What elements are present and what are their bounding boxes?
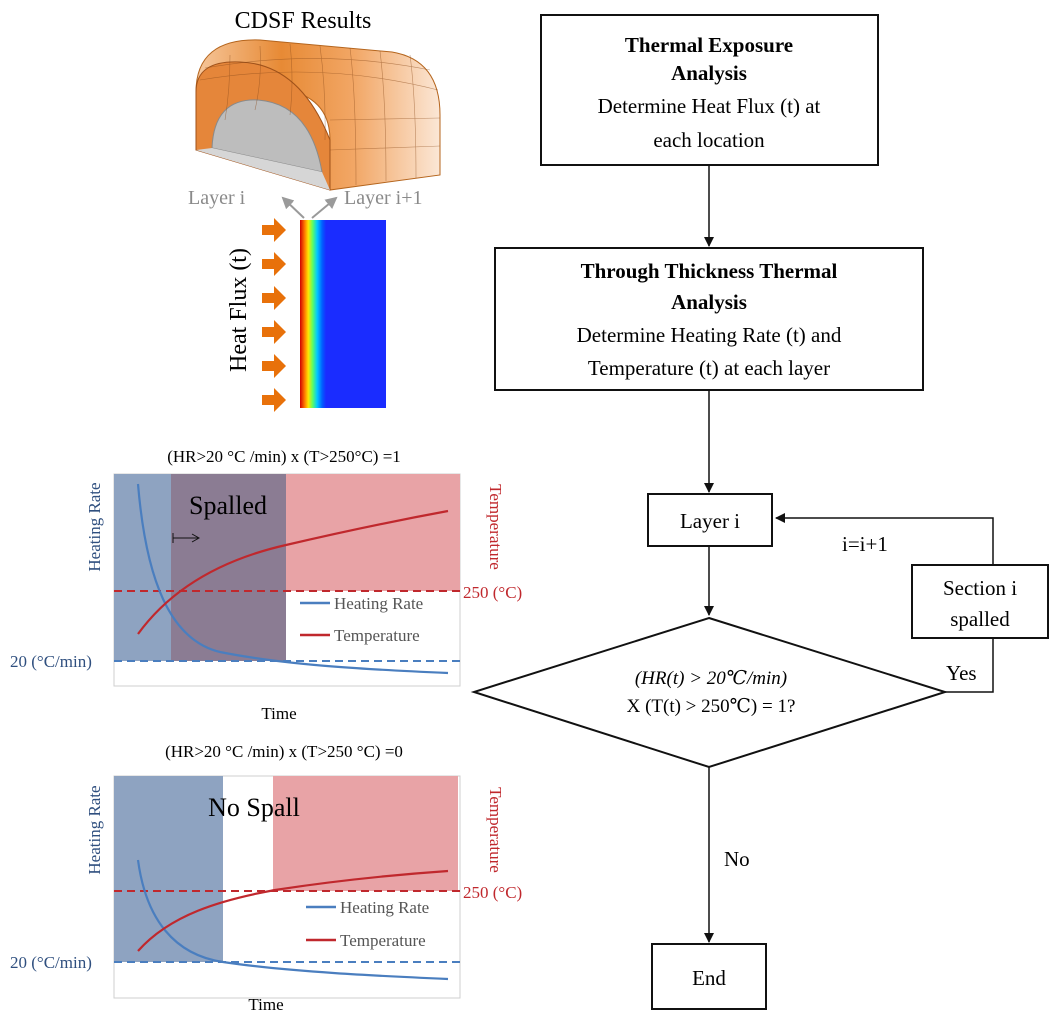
box1-desc-line1: Determine Heat Flux (t) at xyxy=(598,94,821,118)
chart1-legend-temp: Temperature xyxy=(334,626,420,645)
flowchart: Thermal Exposure Analysis Determine Heat… xyxy=(470,14,1049,1010)
box2-desc-line2: Temperature (t) at each layer xyxy=(588,356,830,380)
chart2-legend-temp: Temperature xyxy=(340,931,426,950)
chart1-hr-curve xyxy=(136,483,449,675)
loop-label: i=i+1 xyxy=(842,532,888,556)
end-box xyxy=(651,943,767,1010)
chart2-legend-hr: Heating Rate xyxy=(340,898,429,917)
layer-i-box-label: Layer i xyxy=(680,509,740,533)
layer-i1-pointer-arrow xyxy=(311,196,338,219)
chart2-hr-region xyxy=(114,776,223,962)
section-spalled-box xyxy=(911,564,1049,639)
chart2-ylabel-left: Heating Rate xyxy=(85,785,104,874)
box1-title-line1: Thermal Exposure xyxy=(625,33,793,57)
section-box-line2: spalled xyxy=(950,607,1010,631)
section-box-line1: Section i xyxy=(943,576,1017,600)
layer-i-box xyxy=(647,493,773,547)
diamond-line1: (HR(t) > 20℃/min) xyxy=(635,668,787,689)
orange-arrow-icon xyxy=(262,320,286,344)
box2-title-line2: Analysis xyxy=(671,290,747,314)
no-spall-chart: (HR>20 °C /min) x (T>250 °C) =0 No Spall… xyxy=(10,742,522,1014)
chart1-ylabel-left: Heating Rate xyxy=(85,482,104,571)
heat-flux-label: Heat Flux (t) xyxy=(226,248,252,372)
cdsf-title: CDSF Results xyxy=(235,8,372,34)
no-label: No xyxy=(724,847,750,871)
layer-slab-illustration xyxy=(300,220,386,408)
chart1-hr-threshold-label: 20 (°C/min) xyxy=(10,652,92,671)
chart1-temp-region xyxy=(286,474,460,591)
chart1-overlap-region xyxy=(171,474,286,661)
chart2-temp-curve xyxy=(137,869,449,952)
box2-desc-line1: Determine Heating Rate (t) and xyxy=(577,323,842,347)
chart2-hr-curve xyxy=(136,859,449,981)
spalled-chart: (HR>20 °C /min) x (T>250°C) =1 Spalled H… xyxy=(10,447,522,723)
orange-arrow-icon xyxy=(262,252,286,276)
orange-arrow-icon xyxy=(262,354,286,378)
chart2-temp-region xyxy=(273,776,458,891)
box2-title-line1: Through Thickness Thermal xyxy=(581,259,838,283)
heat-flux-arrows xyxy=(262,218,286,412)
orange-arrow-icon xyxy=(262,388,286,412)
chart1-ylabel-right: Temperature xyxy=(486,484,505,570)
chart1-xlabel: Time xyxy=(261,704,296,723)
through-thickness-box xyxy=(494,247,924,391)
diamond-line2: X (T(t) > 250℃) = 1? xyxy=(627,696,796,717)
box1-title-line2: Analysis xyxy=(671,61,747,85)
orange-arrow-icon xyxy=(262,286,286,310)
chart2-overlay-label: No Spall xyxy=(208,793,300,822)
chart2-ylabel-right: Temperature xyxy=(486,787,505,873)
chart2-hr-threshold-label: 20 (°C/min) xyxy=(10,953,92,972)
chart1-temp-threshold-label: 250 (°C) xyxy=(463,583,522,602)
thermal-exposure-box xyxy=(540,14,879,166)
orange-arrow-icon xyxy=(262,218,286,242)
chart1-overlay-label: Spalled xyxy=(189,491,267,520)
end-box-label: End xyxy=(692,966,726,990)
chart2-xlabel: Time xyxy=(248,995,283,1014)
box1-desc-line2: each location xyxy=(653,128,765,152)
yes-label: Yes xyxy=(946,661,977,685)
layer-i-pointer-arrow xyxy=(281,196,305,219)
layer-i1-label: Layer i+1 xyxy=(344,187,422,209)
spall-decision-diamond xyxy=(470,616,949,769)
chart1-legend-hr: Heating Rate xyxy=(334,594,423,613)
chart1-condition: (HR>20 °C /min) x (T>250°C) =1 xyxy=(167,447,401,466)
chart2-temp-threshold-label: 250 (°C) xyxy=(463,883,522,902)
chart2-condition: (HR>20 °C /min) x (T>250 °C) =0 xyxy=(165,742,403,761)
chart1-temp-curve xyxy=(137,509,449,635)
layer-i-label: Layer i xyxy=(188,187,246,209)
tunnel-illustration xyxy=(195,39,441,191)
